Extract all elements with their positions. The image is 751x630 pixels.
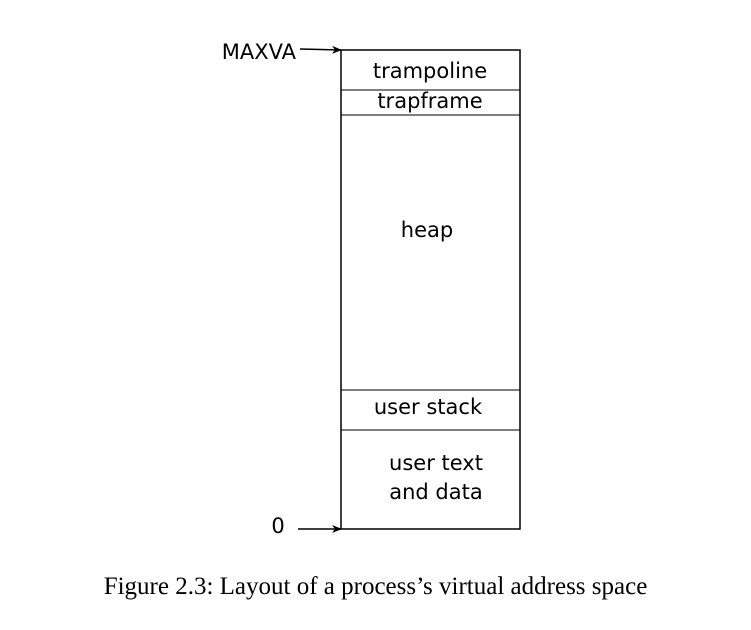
figure-caption: Figure 2.3: Layout of a process’s virtua… bbox=[103, 573, 648, 600]
maxva-arrow bbox=[299, 45, 342, 54]
segment-user-text-label-line1: user text bbox=[389, 451, 483, 475]
segment-user-stack-label: user stack bbox=[374, 395, 483, 419]
segment-trapframe-label: trapframe bbox=[377, 89, 482, 113]
address-space-diagram: trampoline trapframe heap user stack use… bbox=[222, 40, 521, 538]
segment-trampoline-label: trampoline bbox=[373, 59, 487, 83]
address-space-box bbox=[340, 49, 521, 530]
segment-user-text-label-line2: and data bbox=[389, 480, 483, 504]
maxva-label: MAXVA bbox=[222, 40, 297, 64]
zero-address-label: 0 bbox=[271, 514, 284, 538]
segment-heap-label: heap bbox=[401, 218, 453, 242]
